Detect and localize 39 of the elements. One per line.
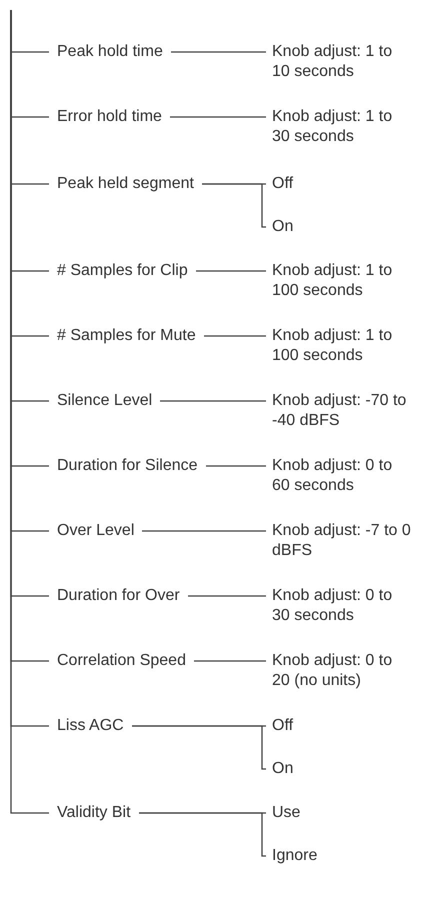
setting-label: Validity Bit [57, 803, 131, 823]
option-label: Knob adjust: 1 to 30 seconds [272, 107, 394, 147]
setting-label: # Samples for Clip [57, 261, 188, 281]
connector-line [142, 530, 266, 532]
option-label: Knob adjust: -70 to -40 dBFS [272, 391, 408, 431]
option-label: On [272, 217, 294, 237]
connector-line [194, 660, 266, 662]
option-label: Knob adjust: 1 to 10 seconds [272, 42, 394, 82]
connector-line [139, 812, 266, 857]
setting-label: Correlation Speed [57, 651, 186, 671]
connector-line [204, 335, 266, 337]
setting-label: Liss AGC [57, 716, 124, 736]
option-label: Knob adjust: 1 to 100 seconds [272, 326, 394, 366]
connector-line [206, 465, 266, 467]
option-label: Off [272, 716, 294, 736]
connector-line [202, 183, 266, 228]
option-label: On [272, 759, 294, 779]
option-label: Use [272, 803, 302, 823]
option-label: Knob adjust: 1 to 100 seconds [272, 261, 394, 301]
option-label: Off [272, 174, 294, 194]
setting-label: Over Level [57, 521, 134, 541]
connector-line [132, 725, 266, 770]
connector-line [171, 51, 266, 53]
option-label: Knob adjust: 0 to 30 seconds [272, 586, 394, 626]
setting-label: # Samples for Mute [57, 326, 196, 346]
option-label: Knob adjust: 0 to 60 seconds [272, 456, 394, 496]
setting-label: Duration for Silence [57, 456, 198, 476]
setting-label: Silence Level [57, 391, 152, 411]
connector-line [160, 400, 266, 402]
setting-label: Duration for Over [57, 586, 180, 606]
connector-line [170, 116, 266, 118]
connector-line [196, 270, 266, 272]
setting-label: Error hold time [57, 107, 162, 127]
option-label: Knob adjust: -7 to 0 dBFS [272, 521, 412, 561]
setting-label: Peak hold time [57, 42, 163, 62]
option-label: Ignore [272, 846, 318, 866]
connector-line [188, 595, 266, 597]
option-label: Knob adjust: 0 to 20 (no units) [272, 651, 394, 691]
setting-label: Peak held segment [57, 174, 194, 194]
